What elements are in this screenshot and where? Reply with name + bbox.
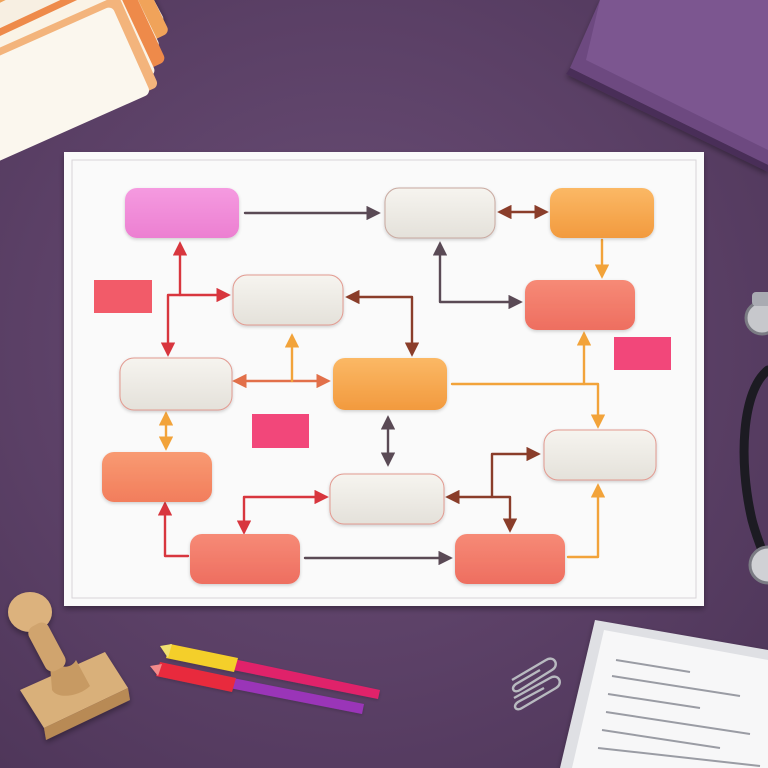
- arrow: [490, 446, 541, 499]
- arrow: [445, 489, 518, 533]
- arrow: [345, 289, 420, 357]
- file-folders: [0, 0, 168, 169]
- clipboard: [560, 620, 768, 768]
- arrow: [160, 293, 182, 357]
- flow-node: [525, 280, 635, 330]
- flow-node: [329, 473, 445, 525]
- flow-node: [543, 429, 657, 481]
- flowchart-tabs: [94, 280, 671, 448]
- flow-node: [232, 274, 344, 326]
- pens: [150, 644, 380, 714]
- flowchart-nodes: [102, 187, 657, 584]
- flow-node: [550, 188, 654, 238]
- flow-node: [102, 452, 212, 502]
- notebook: [566, 0, 768, 172]
- stethoscope: [739, 292, 768, 585]
- paper-clips: [511, 657, 561, 711]
- flow-node: [333, 358, 447, 410]
- flowchart-arrows: [157, 204, 610, 566]
- flow-node: [125, 188, 239, 238]
- arrow: [566, 483, 606, 559]
- label-tab: [94, 280, 152, 313]
- flow-node: [119, 357, 233, 411]
- flow-node: [384, 187, 496, 239]
- flow-node: [190, 534, 300, 584]
- arrow: [432, 241, 523, 310]
- label-tab: [252, 414, 309, 448]
- flow-node: [455, 534, 565, 584]
- arrow: [236, 489, 329, 535]
- arrow: [582, 382, 606, 429]
- label-tab: [614, 337, 671, 370]
- arrow: [157, 501, 190, 558]
- rubber-stamp: [8, 592, 130, 740]
